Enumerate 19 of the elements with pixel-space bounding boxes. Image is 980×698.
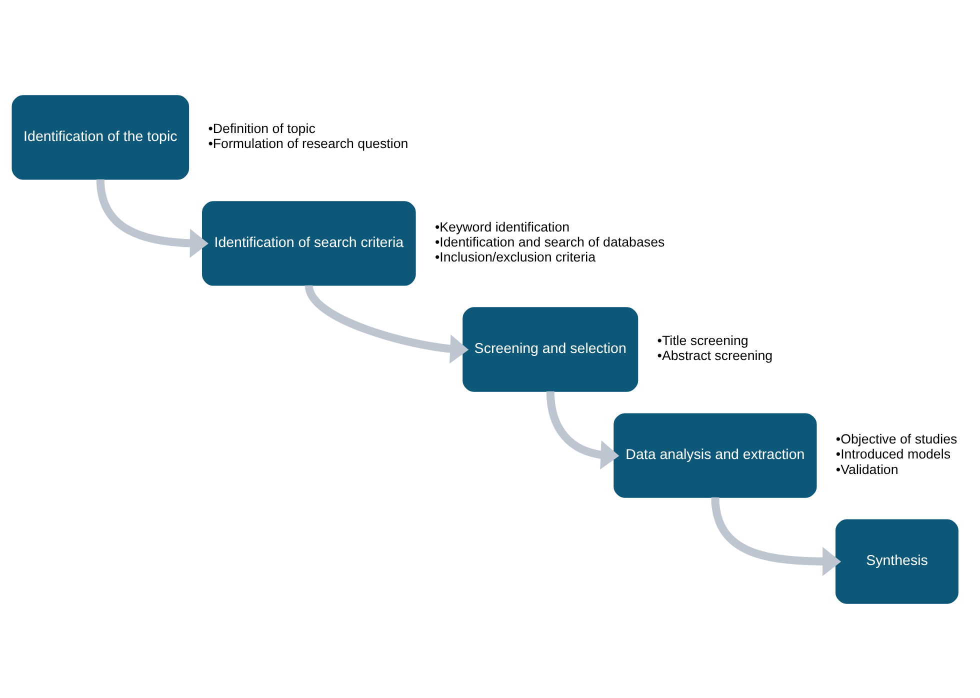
node-label: •Introduced models [836, 446, 951, 462]
node-label: •Abstract screening [657, 348, 773, 363]
node-box: Data analysis and extraction [614, 412, 817, 498]
node-label: •Formulation of research question [208, 136, 408, 151]
node-box: Identification of search criteria [202, 200, 416, 286]
node-box: Screening and selection [462, 306, 638, 392]
arrow [305, 284, 469, 364]
node-box: Identification of the topic [12, 94, 190, 180]
node-label: •Inclusion/exclusion criteria [434, 249, 596, 264]
arrow [711, 496, 842, 576]
node-label: •Identification and search of databases [434, 234, 665, 250]
node-label: •Objective of studies [836, 431, 958, 446]
node-label: •Validation [836, 461, 898, 476]
node-label: •Definition of topic [208, 120, 316, 136]
node-label: •Keyword identification [434, 218, 570, 234]
node-label: •Title screening [657, 332, 748, 348]
arrow [96, 178, 208, 258]
arrow [546, 390, 620, 470]
node-box: Synthesis [835, 518, 958, 604]
